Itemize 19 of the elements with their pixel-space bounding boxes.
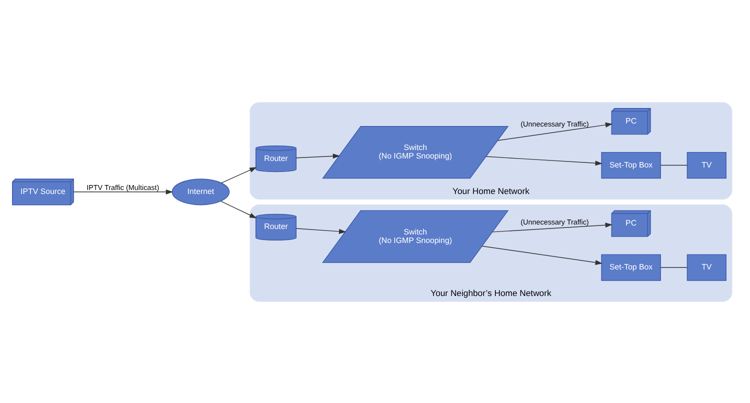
node-box: TV bbox=[686, 254, 726, 280]
connector bbox=[660, 164, 688, 166]
arrow bbox=[497, 122, 613, 140]
arrow bbox=[482, 245, 603, 264]
node-box: Set-Top Box bbox=[601, 254, 661, 280]
arrow bbox=[492, 222, 613, 232]
arrow bbox=[220, 200, 257, 218]
node-box: Set-Top Box bbox=[601, 151, 661, 178]
arrow bbox=[221, 166, 257, 183]
arrow bbox=[296, 228, 346, 234]
edge-label: (Unnecessary Traffic) bbox=[520, 118, 589, 128]
node-ellipse: Internet bbox=[172, 178, 230, 205]
edge-label: IPTV Traffic (Multicast) bbox=[86, 182, 160, 192]
edge-label: (Unnecessary Traffic) bbox=[520, 216, 589, 226]
node-box: TV bbox=[686, 151, 726, 178]
arrow bbox=[296, 153, 340, 158]
arrow bbox=[73, 188, 174, 194]
arrow bbox=[486, 156, 602, 166]
connector bbox=[660, 266, 688, 268]
